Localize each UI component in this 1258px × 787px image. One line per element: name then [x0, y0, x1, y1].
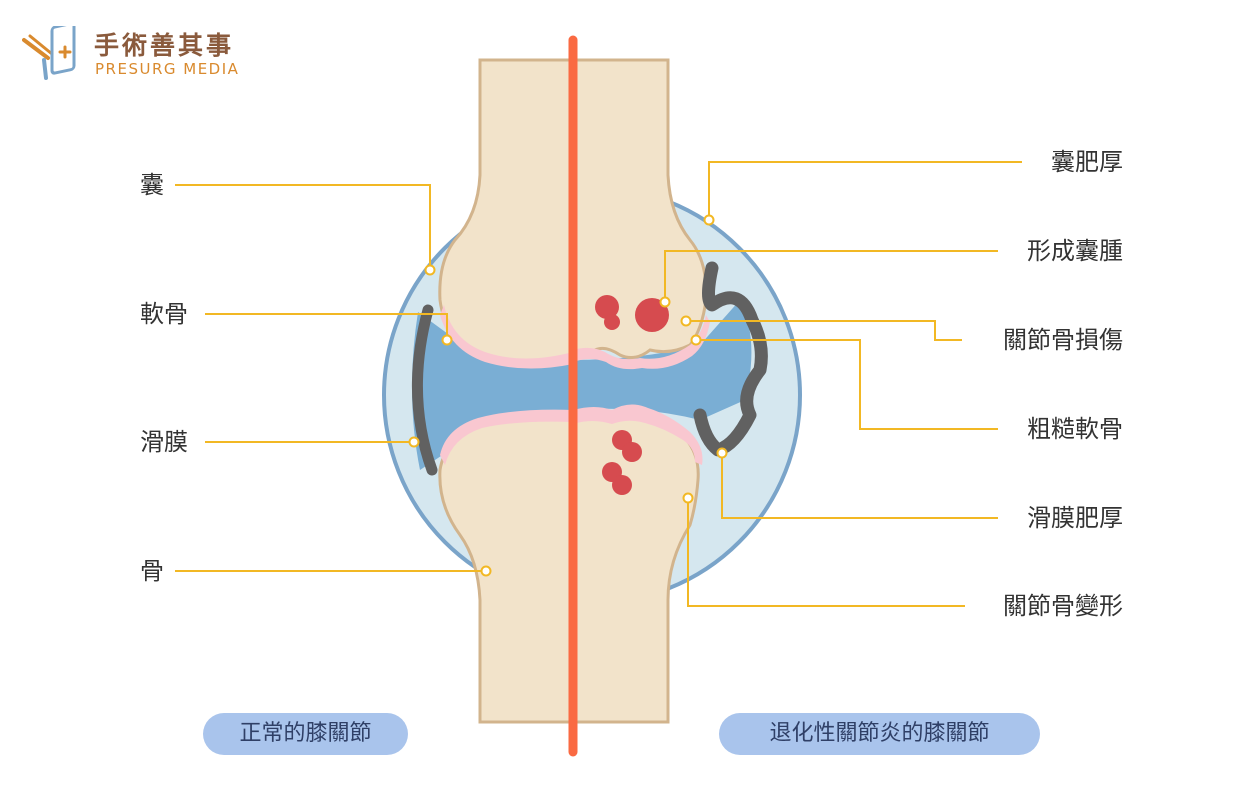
normal-femur-cartilage [440, 305, 573, 369]
label-capsule: 囊 [140, 171, 164, 199]
degenerative-femur-cartilage [573, 315, 710, 370]
leader-dot [408, 436, 420, 448]
cyst [635, 298, 669, 332]
normal-femur [438, 58, 573, 364]
leader-dot [680, 315, 692, 327]
leader-dot [716, 447, 728, 459]
brand-logo: 手術善其事 PRESURG MEDIA [22, 21, 262, 86]
label-bone: 骨 [140, 557, 164, 585]
label-synovium-thickening: 滑膜肥厚 [1027, 504, 1123, 532]
leader-lines [175, 161, 1022, 607]
cyst [622, 442, 642, 462]
leader-dot [441, 334, 453, 346]
degenerative-tibia-cartilage [573, 404, 703, 465]
leader-dot [682, 492, 694, 504]
normal-tibia-cartilage [440, 409, 573, 465]
brand-name-cn: 手術善其事 [94, 31, 235, 60]
leader-rough-cartilage [696, 339, 998, 430]
label-capsule-thickening: 囊肥厚 [1051, 148, 1123, 176]
label-bone-deformity: 關節骨變形 [1003, 592, 1123, 620]
leader-cyst [664, 250, 998, 302]
normal-synovium [411, 304, 438, 476]
brand-name-en: PRESURG MEDIA [95, 60, 240, 78]
label-synovium: 滑膜 [140, 428, 188, 456]
label-rough-cartilage: 粗糙軟骨 [1027, 415, 1123, 443]
cyst [595, 295, 619, 319]
leader-capsule [175, 184, 431, 270]
label-bone-damage: 關節骨損傷 [1003, 326, 1123, 354]
leader-dot [480, 565, 492, 577]
cyst [612, 475, 632, 495]
leader-dots [408, 214, 728, 577]
brand-mark-icon [22, 21, 76, 80]
leader-dot [690, 334, 702, 346]
cyst [604, 314, 620, 330]
leader-cartilage [205, 313, 448, 340]
leader-bone-deformity [687, 498, 965, 607]
label-cartilage: 軟骨 [140, 300, 188, 328]
leader-capsule-thickening [708, 161, 1022, 220]
leader-dot [424, 264, 436, 276]
normal-joint [411, 58, 573, 724]
leader-synovium-thickening [721, 453, 998, 519]
label-cyst-formation: 形成囊腫 [1027, 237, 1123, 265]
leader-dot [659, 296, 671, 308]
synovial-fluid [411, 300, 752, 470]
caption-degenerative: 退化性關節炎的膝關節 [719, 713, 1040, 755]
degenerative-joint [573, 58, 768, 724]
caption-normal: 正常的膝關節 [203, 713, 408, 755]
leader-bone-damage [686, 320, 962, 341]
leader-dot [703, 214, 715, 226]
